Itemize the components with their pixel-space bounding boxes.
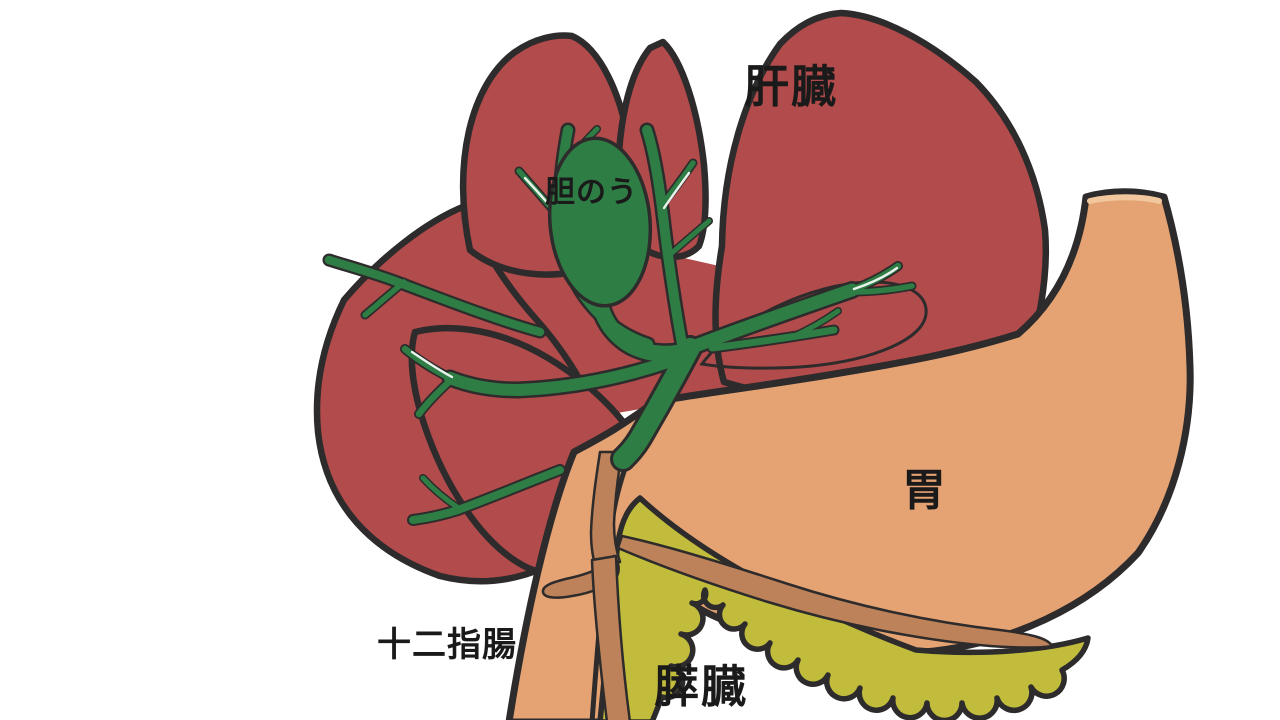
- label-stomach: 胃: [902, 466, 946, 515]
- duct-highlight: [410, 350, 454, 379]
- duct-group: [541, 450, 1054, 720]
- esophagus-opening: [1087, 194, 1162, 204]
- pancreas-shape: [597, 495, 1091, 720]
- label-liver: 肝臓: [744, 61, 839, 112]
- label-pancreas: 膵臓: [654, 661, 749, 712]
- common-bile-duct: [589, 450, 624, 572]
- gallbladder-shape: [547, 136, 653, 308]
- label-gallbladder: 胆のう: [545, 176, 638, 209]
- duct-highlight-layer: [410, 171, 899, 379]
- pancreatic-duct: [616, 534, 1054, 649]
- duct-highlight: [852, 266, 899, 291]
- pancreas-group: [597, 495, 1091, 720]
- label-duodenum: 十二指腸: [377, 626, 517, 664]
- duct-in-pancreas-head: [590, 554, 632, 720]
- duct-highlight: [662, 171, 691, 210]
- liver-lobe-outline-loop: [699, 280, 928, 370]
